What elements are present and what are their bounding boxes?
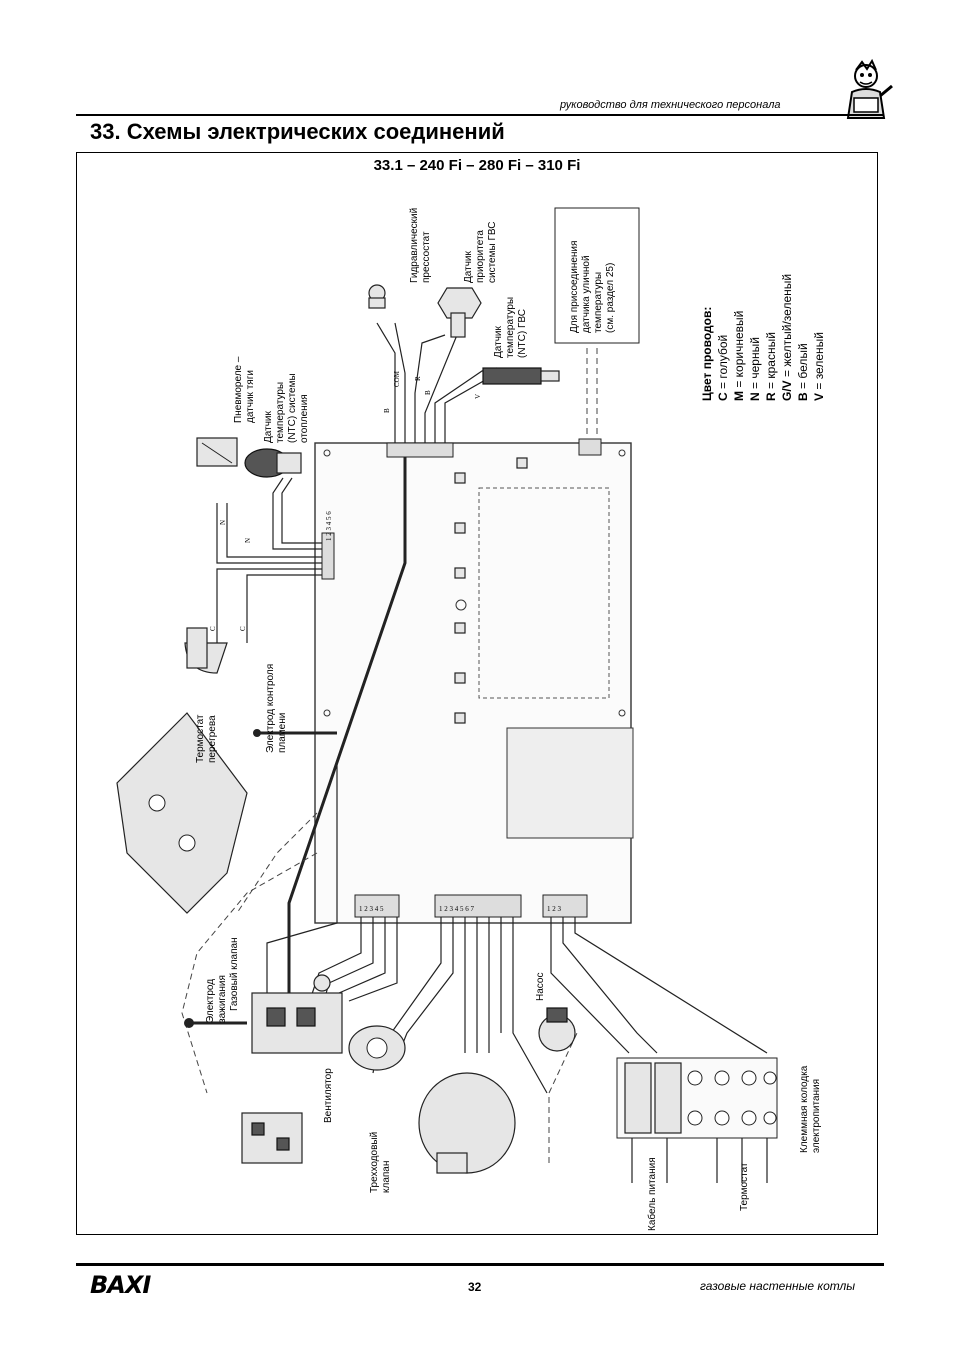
svg-text:1 2 3 4 5 6: 1 2 3 4 5 6 <box>325 511 333 541</box>
svg-text:Клеммная колодкаэлектропитания: Клеммная колодкаэлектропитания <box>799 1065 822 1153</box>
svg-text:1 2 3 4 5 6 7: 1 2 3 4 5 6 7 <box>439 905 475 913</box>
svg-text:1 2 3 4 5: 1 2 3 4 5 <box>359 905 384 913</box>
connector-cn4 <box>542 894 588 918</box>
outdoor-sensor-note-box <box>554 207 640 344</box>
page-title: 33. Схемы электрических соединений <box>90 119 505 144</box>
burner-bracket-component <box>116 712 248 914</box>
svg-text:Вентилятор: Вентилятор <box>323 1068 334 1123</box>
svg-text:B: B <box>383 408 391 413</box>
control-board <box>314 442 632 924</box>
svg-text:M = коричневый: M = коричневый <box>732 311 746 401</box>
fan-component <box>348 1025 406 1071</box>
heating-ntc-component <box>244 448 302 478</box>
svg-text:Гидравлическийпрессостат: Гидравлическийпрессостат <box>409 208 432 283</box>
engineer-mascot-icon <box>846 58 893 119</box>
wire-color-legend: Цвет проводов: C = голубой M = коричневы… <box>700 274 826 401</box>
svg-text:R = красный: R = красный <box>764 332 778 401</box>
overheat-thermostat-component <box>184 627 228 674</box>
connector-top <box>386 442 454 458</box>
svg-text:Термостат: Термостат <box>739 1162 750 1211</box>
svg-text:Датчикприоритетасистемы ГВС: Датчикприоритетасистемы ГВС <box>463 222 498 283</box>
svg-text:G/V = желтый/зеленый: G/V = желтый/зеленый <box>780 274 794 401</box>
footer-rule <box>76 1263 884 1266</box>
ignition-electrode-component <box>184 1018 247 1028</box>
svg-text:Газовый клапан: Газовый клапан <box>229 937 240 1011</box>
terminal-block <box>616 1057 778 1139</box>
svg-text:Кабель питания: Кабель питания <box>646 1157 658 1231</box>
svg-text:Насос: Насос <box>535 973 546 1001</box>
diagram-subtitle: 33.1 – 240 Fi – 280 Fi – 310 Fi <box>373 157 581 174</box>
flame-electrode-component <box>253 729 337 737</box>
footer-text: газовые настенные котлы <box>700 1279 856 1293</box>
brand-logo: BAXI <box>90 1271 151 1299</box>
svg-text:B: B <box>424 390 432 395</box>
svg-text:N = черный: N = черный <box>748 337 762 401</box>
svg-text:C: C <box>239 626 247 631</box>
svg-text:V = зеленый: V = зеленый <box>812 332 826 401</box>
dhw-ntc-component <box>482 367 560 385</box>
svg-text:Для присоединениядатчика уличн: Для присоединениядатчика уличнойтемперат… <box>569 241 616 333</box>
wiring-diagram-frame: 33.1 – 240 Fi – 280 Fi – 310 Fi 1 2 3 4 … <box>76 152 878 1235</box>
svg-text:Датчиктемпературы(NTC) ГВС: Датчиктемпературы(NTC) ГВС <box>493 297 528 358</box>
air-pressure-switch-component <box>196 437 238 467</box>
svg-text:Электрод контроляпламени: Электрод контроляпламени <box>265 664 288 753</box>
connector-cn1 <box>321 532 335 580</box>
svg-text:1 2 3: 1 2 3 <box>547 905 562 913</box>
page-number: 32 <box>468 1280 482 1294</box>
transformer-component <box>241 1112 303 1164</box>
svg-text:C = голубой: C = голубой <box>716 335 730 401</box>
connector-cn2 <box>354 894 400 918</box>
relay-area <box>478 487 610 699</box>
header-rule <box>76 114 884 116</box>
svg-text:R: R <box>414 376 422 381</box>
svg-text:V: V <box>474 394 482 399</box>
svg-text:N: N <box>244 538 252 543</box>
svg-text:N: N <box>219 520 227 525</box>
dhw-priority-component <box>437 287 482 338</box>
svg-text:C: C <box>209 626 217 631</box>
three-way-valve-component <box>418 1072 516 1174</box>
gas-valve-component <box>251 974 343 1054</box>
pump-component <box>538 1007 576 1052</box>
svg-text:B = белый: B = белый <box>796 343 810 401</box>
svg-text:Датчиктемпературы(NTC) системы: Датчиктемпературы(NTC) системыотопления <box>263 373 310 443</box>
svg-text:Пневмореле –датчик тяги: Пневмореле –датчик тяги <box>233 356 256 423</box>
board-relays <box>323 449 626 724</box>
header-subtitle: руководство для технического персонала <box>560 99 781 111</box>
svg-text:COM: COM <box>393 370 401 387</box>
svg-text:Цвет проводов:: Цвет проводов: <box>700 307 714 401</box>
svg-text:Термостатперегрева: Термостатперегрева <box>195 714 218 763</box>
svg-text:Трехходовыйклапан: Трехходовыйклапан <box>369 1132 392 1193</box>
display-module <box>506 727 634 839</box>
svg-text:Электродзажигания: Электродзажигания <box>205 975 228 1023</box>
hydraulic-pressostat-component <box>368 284 386 309</box>
connector-cn3 <box>434 894 522 918</box>
wiring-diagram: 1 2 3 4 5 6 1 2 3 4 5 1 2 3 4 5 6 7 1 2 … <box>116 207 826 1231</box>
connector-outdoor <box>578 438 602 456</box>
